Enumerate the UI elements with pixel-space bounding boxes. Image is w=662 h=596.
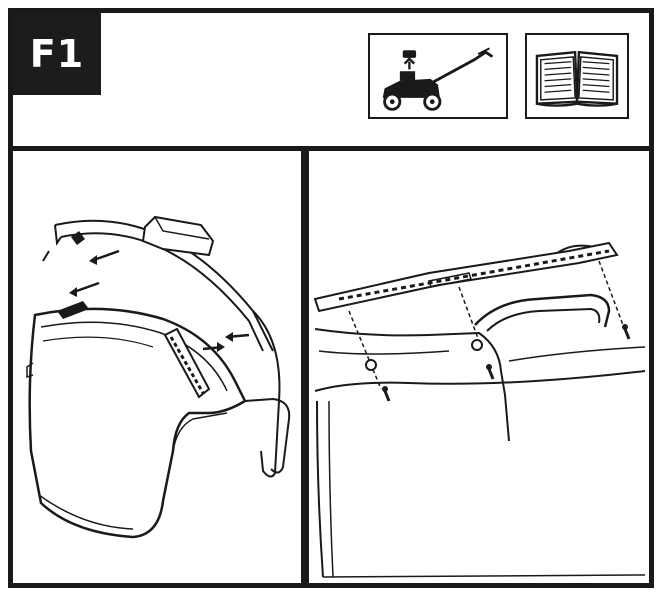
- lawn-mower-icon: [368, 33, 508, 119]
- handle-screw-illustration: [309, 151, 649, 583]
- panel-divider: [301, 151, 309, 583]
- instruction-header: F1: [13, 13, 649, 151]
- handle-drawing: [313, 241, 646, 578]
- catcher-drawing: [26, 215, 291, 539]
- open-book-drawing: [535, 50, 619, 107]
- lawn-mower-drawing: [382, 47, 493, 111]
- step-label: F1: [13, 13, 101, 95]
- manual-book-icon: [525, 33, 629, 119]
- catcher-attachment-illustration: [13, 151, 301, 583]
- instruction-frame: F1: [8, 8, 654, 588]
